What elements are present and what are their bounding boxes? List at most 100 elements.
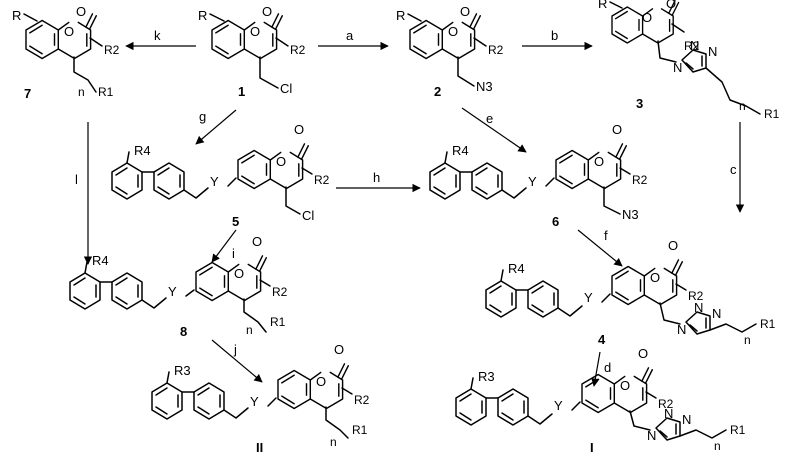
step-l-label: l [75, 172, 78, 187]
ring-o-label: O [234, 266, 244, 281]
carbonyl-o-label: O [460, 4, 470, 19]
y-label: Y [210, 174, 219, 189]
n2-label: N [690, 38, 699, 53]
arrow-f [577, 229, 623, 267]
n2-label: N [664, 406, 673, 421]
r2-label: R2 [272, 285, 288, 299]
r2-label: R2 [688, 289, 704, 303]
carbonyl-o-label: O [294, 122, 304, 137]
ring-o-label: O [250, 24, 260, 39]
y-label: Y [584, 290, 593, 305]
cl-label: Cl [280, 81, 292, 96]
y-label: Y [528, 174, 537, 189]
n3-label: N3 [476, 79, 493, 94]
compound-4: R4 Y O O R2 N N N n R1 4 [485, 238, 776, 347]
r-label: R [198, 8, 207, 23]
cl-label: Cl [302, 208, 314, 223]
compound-8-number: 8 [180, 324, 187, 339]
r2-label: R2 [104, 43, 120, 57]
compound-6-number: 6 [552, 214, 559, 229]
r2-label: R2 [290, 43, 306, 57]
carbonyl-o-label: O [252, 234, 262, 249]
arrow-d [591, 351, 601, 387]
n-label: n [78, 85, 85, 99]
r2-label: R2 [632, 173, 648, 187]
compound-1: R O O R2 Cl 1 [198, 4, 306, 99]
carbonyl-o-label: O [668, 238, 678, 253]
r1-label: R1 [98, 85, 114, 99]
carbonyl-o-label: O [612, 122, 622, 137]
arrow-i [211, 229, 237, 263]
n1-label: N [677, 322, 686, 337]
r1-label: R1 [352, 423, 368, 437]
step-g-label: g [199, 109, 206, 124]
y-label: Y [168, 284, 177, 299]
step-e-label: e [486, 111, 493, 126]
n-label: n [246, 323, 253, 337]
ring-o-label: O [594, 154, 604, 169]
step-d-label: d [604, 360, 611, 375]
step-h-label: h [373, 170, 380, 185]
ring-o-label: O [276, 154, 286, 169]
r1-label: R1 [730, 423, 746, 437]
n1-label: N [647, 428, 656, 443]
n-label: n [714, 439, 721, 453]
n-label: n [744, 333, 751, 347]
compound-7: R O O R2 n R1 7 [12, 4, 120, 101]
compound-8: R4 Y O O R2 n R1 8 [69, 234, 288, 339]
r3-label: R3 [478, 369, 495, 384]
carbonyl-o-label: O [638, 346, 648, 361]
r-label: R [396, 8, 405, 23]
step-k-label: k [154, 28, 161, 43]
compound-II: R3 Y O O R2 n R1 II [151, 342, 370, 455]
compound-7-number: 7 [24, 86, 31, 101]
n3-label: N [682, 412, 691, 427]
r1-label: R1 [760, 317, 776, 331]
r4-label: R4 [134, 143, 151, 158]
step-j-label: j [233, 342, 237, 357]
r-label: R [598, 0, 607, 11]
r4-label: R4 [452, 143, 469, 158]
arrow-e [461, 107, 527, 153]
n1-label: N [673, 60, 682, 75]
carbonyl-o-label: O [262, 4, 272, 19]
compound-4-number: 4 [598, 332, 606, 347]
n-label: n [330, 435, 337, 449]
ring-o-label: O [64, 24, 74, 39]
compound-I-number: I [590, 440, 594, 455]
n2-label: N [694, 300, 703, 315]
step-b-label: b [551, 28, 558, 43]
step-c-label: c [730, 162, 737, 177]
r2-label: R2 [684, 39, 700, 53]
arrow-j [211, 339, 263, 383]
reaction-arrows: a b k c e g h l i f j d [75, 28, 745, 387]
r1-label: R1 [270, 315, 286, 329]
carbonyl-o-label: O [334, 342, 344, 357]
r2-label: R2 [488, 43, 504, 57]
ring-o-label: O [316, 374, 326, 389]
r2-label: R2 [314, 173, 330, 187]
r4-label: R4 [92, 253, 109, 268]
r3-label: R3 [174, 363, 191, 378]
compound-2: R O O R2 N3 2 [396, 4, 504, 99]
r2-label: R2 [354, 393, 370, 407]
y-label: Y [250, 394, 259, 409]
n3-label: N [712, 306, 721, 321]
r1-label: R1 [764, 107, 780, 121]
arrow-g [195, 109, 237, 145]
n3-label: N3 [622, 207, 639, 222]
ring-o-label: O [642, 10, 652, 25]
step-a-label: a [346, 28, 354, 43]
carbonyl-o-label: O [76, 4, 86, 19]
carbonyl-o-label: O [666, 0, 676, 11]
y-label: Y [554, 398, 563, 413]
compound-5-number: 5 [232, 214, 239, 229]
compound-6: R4 Y O O R2 N3 6 [429, 122, 648, 229]
r-label: R [12, 8, 21, 23]
step-i-label: i [232, 246, 235, 261]
compound-3-number: 3 [636, 96, 643, 111]
n-label: n [739, 99, 746, 113]
r2-label: R2 [658, 397, 674, 411]
step-f-label: f [604, 228, 608, 243]
